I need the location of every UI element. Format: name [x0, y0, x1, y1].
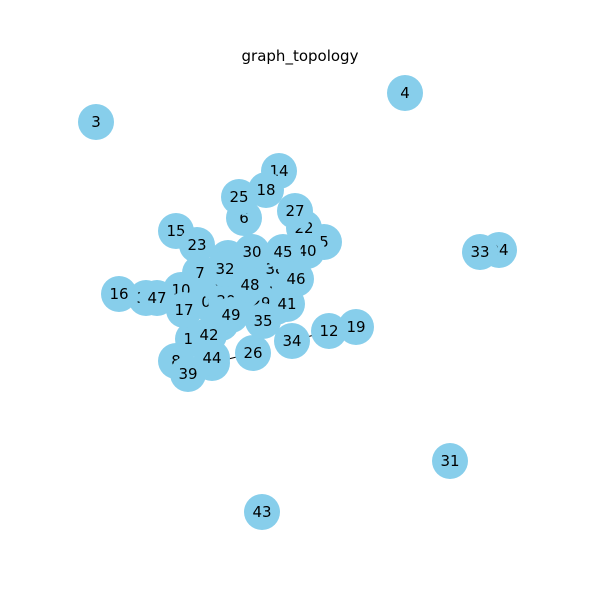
node-label: 45 — [273, 243, 292, 261]
node-circle — [432, 443, 468, 479]
node-label: 27 — [285, 202, 304, 220]
node-circle — [387, 75, 423, 111]
node-label: 31 — [440, 452, 459, 470]
node-label: 6 — [239, 209, 249, 227]
node-17: 17 — [166, 292, 202, 328]
node-circle — [101, 276, 137, 312]
node-19: 19 — [338, 309, 374, 345]
node-31: 31 — [432, 443, 468, 479]
graph-title: graph_topology — [241, 47, 359, 65]
node-label: 41 — [277, 295, 296, 313]
node-circle — [139, 280, 175, 316]
node-label: 5 — [319, 233, 329, 251]
node-circle — [338, 309, 374, 345]
node-label: 43 — [252, 503, 271, 521]
node-circle — [277, 193, 313, 229]
node-47: 47 — [139, 280, 175, 316]
node-label: 16 — [109, 285, 128, 303]
node-label: 3 — [91, 113, 101, 131]
node-label: 39 — [178, 365, 197, 383]
node-label: 4 — [400, 84, 410, 102]
node-label: 33 — [470, 243, 489, 261]
node-18: 18 — [248, 172, 284, 208]
node-label: 42 — [199, 326, 218, 344]
node-circle — [248, 172, 284, 208]
node-27: 27 — [277, 193, 313, 229]
node-45: 45 — [265, 234, 301, 270]
node-label: 32 — [215, 260, 234, 278]
node-label: 44 — [202, 349, 221, 367]
node-label: 0 — [201, 293, 211, 311]
node-label: 23 — [187, 236, 206, 254]
node-label: 35 — [253, 312, 272, 330]
node-circle — [311, 313, 347, 349]
node-4: 4 — [387, 75, 423, 111]
node-12: 12 — [311, 313, 347, 349]
node-23: 23 — [179, 227, 215, 263]
node-26: 26 — [235, 335, 271, 371]
node-circle — [232, 267, 268, 303]
node-33: 33 — [462, 234, 498, 270]
node-label: 19 — [346, 318, 365, 336]
node-label: 18 — [256, 181, 275, 199]
node-46: 46 — [278, 261, 314, 297]
node-circle — [274, 323, 310, 359]
node-circle — [278, 261, 314, 297]
node-label: 25 — [229, 188, 248, 206]
node-48: 48 — [232, 267, 268, 303]
node-circle — [265, 234, 301, 270]
node-label: 12 — [319, 322, 338, 340]
node-label: 30 — [242, 243, 261, 261]
node-circle — [78, 104, 114, 140]
node-circle — [213, 297, 249, 333]
node-16: 16 — [101, 276, 137, 312]
node-circle — [221, 179, 257, 215]
node-label: 40 — [297, 242, 316, 260]
node-label: 7 — [195, 264, 205, 282]
node-49: 49 — [213, 297, 249, 333]
node-label: 48 — [240, 276, 259, 294]
node-3: 3 — [78, 104, 114, 140]
node-layer: 0123456789101112131415161718192021222324… — [78, 75, 517, 530]
node-circle — [244, 494, 280, 530]
node-label: 49 — [221, 306, 240, 324]
node-circle — [166, 292, 202, 328]
node-label: 47 — [147, 289, 166, 307]
node-label: 17 — [174, 301, 193, 319]
node-circle — [179, 227, 215, 263]
node-circle — [194, 340, 230, 376]
node-label: 15 — [166, 222, 185, 240]
node-label: 34 — [282, 332, 301, 350]
node-25: 25 — [221, 179, 257, 215]
node-label: 26 — [243, 344, 262, 362]
node-label: 46 — [286, 270, 305, 288]
node-44: 44 — [194, 340, 230, 376]
node-34: 34 — [274, 323, 310, 359]
node-43: 43 — [244, 494, 280, 530]
node-circle — [462, 234, 498, 270]
node-circle — [235, 335, 271, 371]
